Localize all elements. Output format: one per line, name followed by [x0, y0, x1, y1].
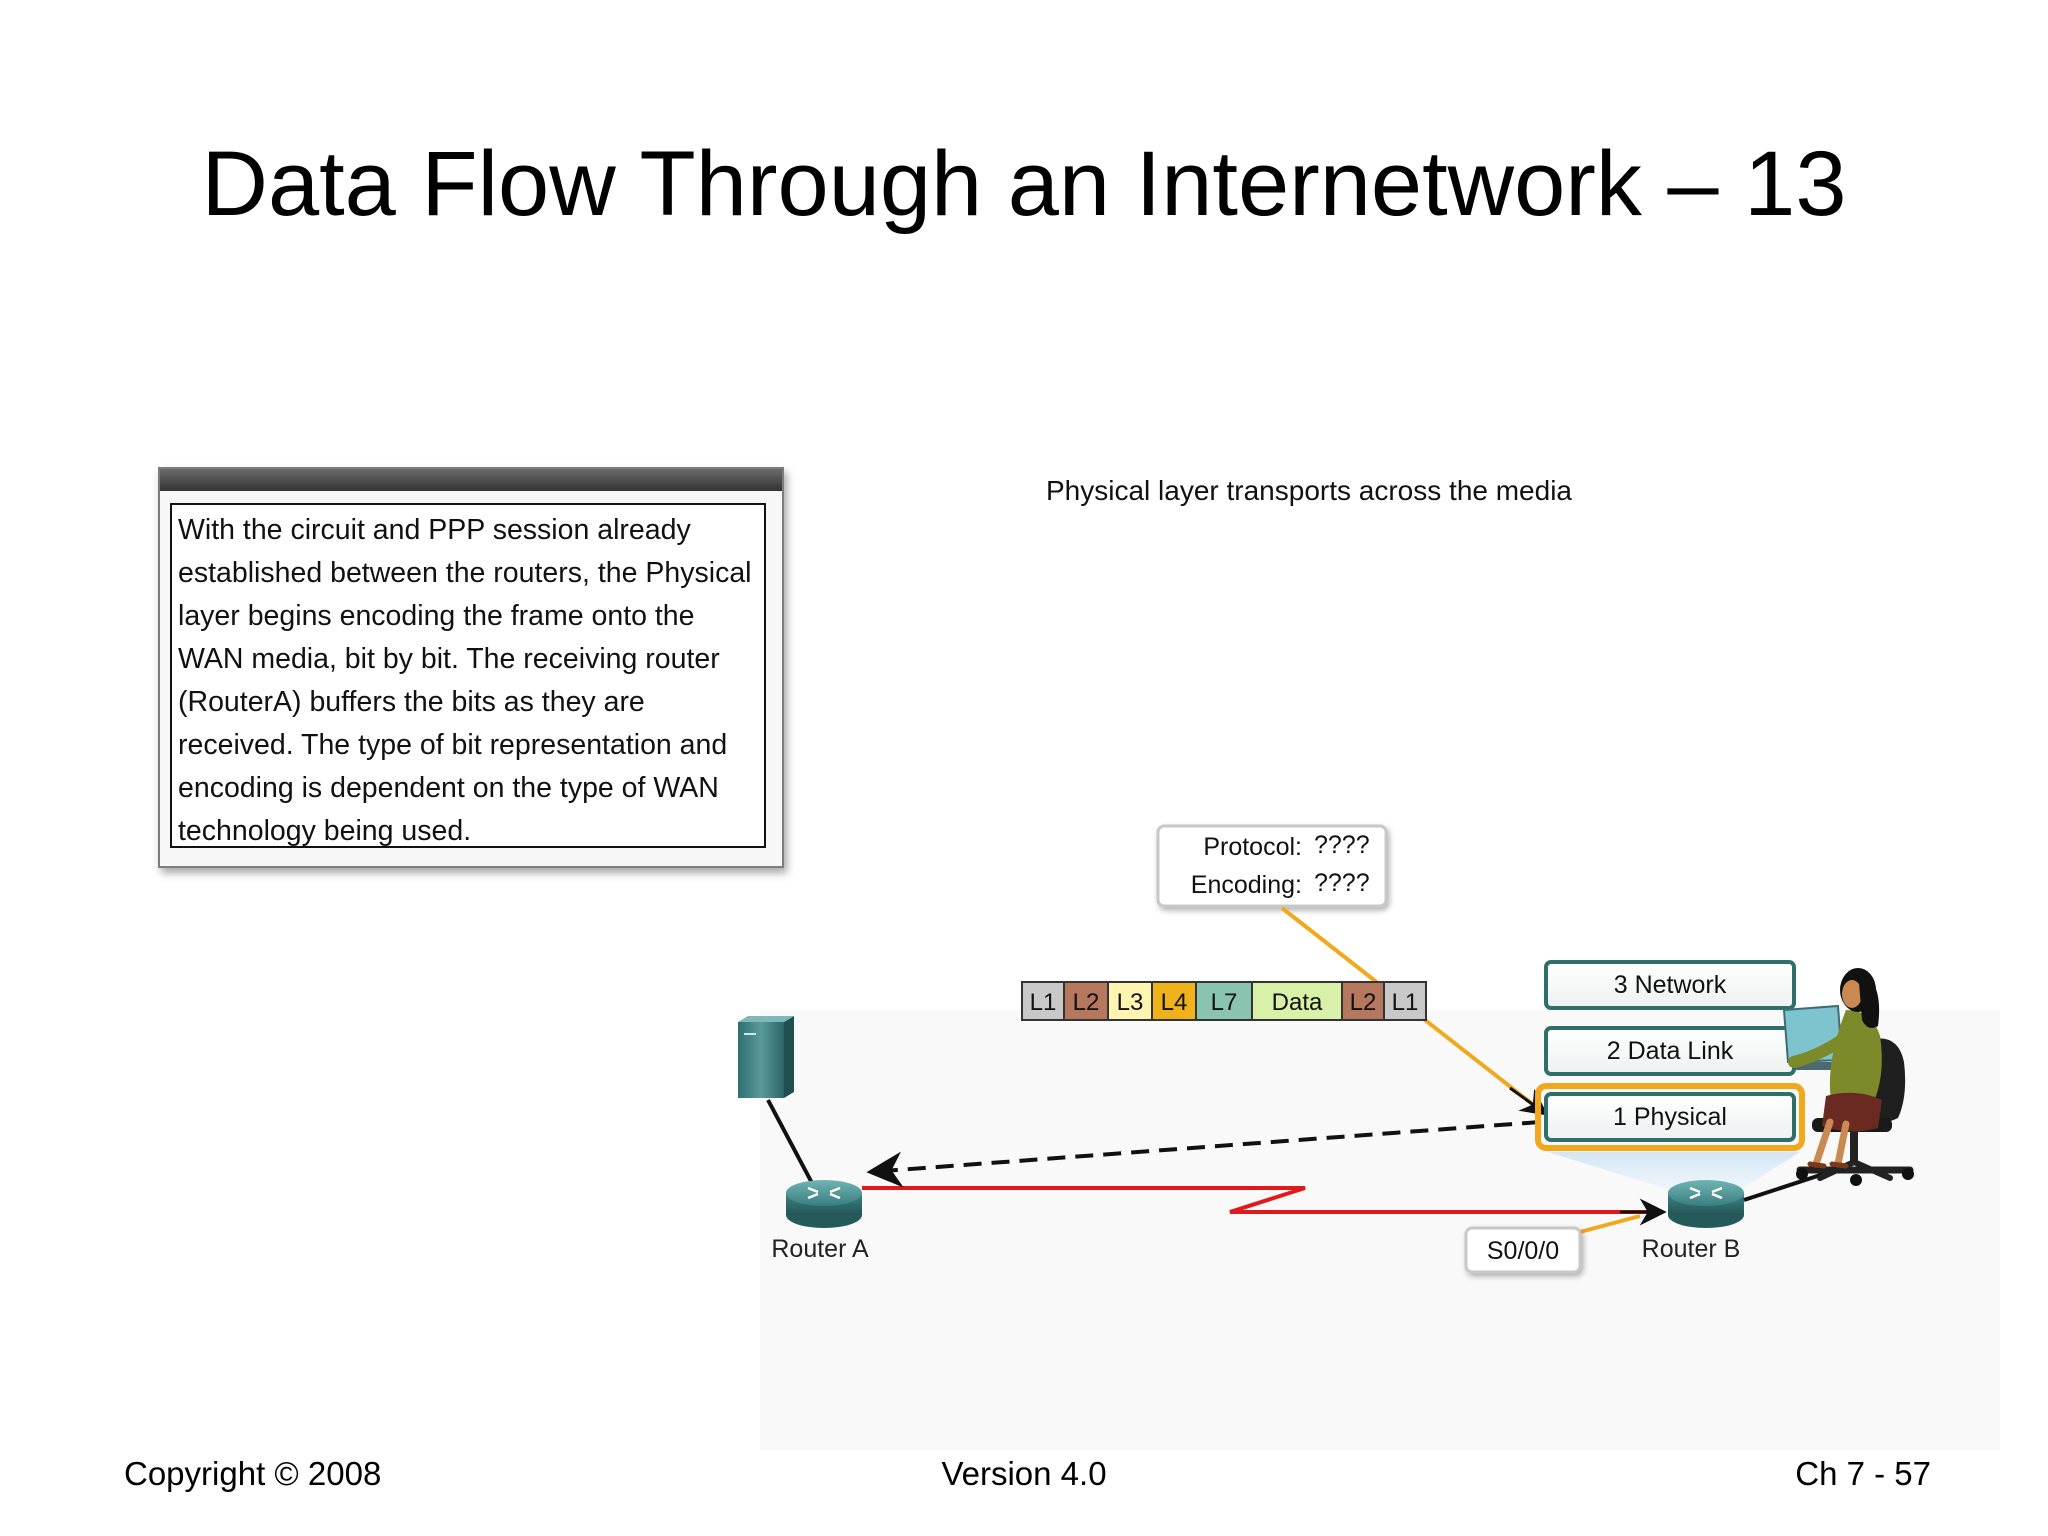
protocol-info-box — [1156, 824, 1388, 908]
frame-segment-label: L1 — [1392, 989, 1419, 1016]
frame-segment-label: L2 — [1073, 989, 1100, 1016]
protocol-label: Protocol: — [1203, 833, 1302, 861]
frame-segment — [1341, 981, 1385, 1021]
footer-version: Version 4.0 — [941, 1455, 1107, 1492]
user-at-computer-icon — [1782, 968, 1914, 1186]
diagram-caption: Physical layer transports across the med… — [1046, 475, 1572, 506]
router-a-label: Router A — [771, 1235, 869, 1263]
osi-layer-box — [1544, 1092, 1796, 1142]
slide-title: Data Flow Through an Internetwork – 13 — [201, 133, 1847, 235]
osi-layer-label: 3 Network — [1614, 971, 1727, 999]
frame-segment-label: L3 — [1117, 989, 1144, 1016]
frame-segments: L1 L2 L3 L4 L7 Data L2 L1 — [1021, 981, 1427, 1021]
frame-segment — [1151, 981, 1197, 1021]
footer-copyright: Copyright © 2008 — [124, 1455, 382, 1492]
frame-segment-label: L7 — [1211, 989, 1238, 1016]
router-b-icon — [1668, 1180, 1744, 1228]
frame-segment-label: L2 — [1350, 989, 1377, 1016]
frame-segment-label: L1 — [1030, 989, 1057, 1016]
frame-segment — [1251, 981, 1343, 1021]
description-panel: With the circuit and PPP session already… — [158, 467, 784, 868]
server-icon — [738, 1016, 794, 1098]
description-text: With the circuit and PPP session already… — [170, 503, 766, 848]
frame-segment-label: Data — [1272, 989, 1323, 1016]
osi-layer-box — [1544, 960, 1796, 1010]
layer-highlight — [1535, 1083, 1805, 1151]
frame-segment — [1021, 981, 1065, 1021]
osi-layer-label: 2 Data Link — [1607, 1037, 1734, 1065]
frame-segment — [1383, 981, 1427, 1021]
router-a-icon — [786, 1180, 862, 1228]
footer-page-number: Ch 7 - 57 — [1795, 1455, 1931, 1492]
interface-label-box — [1464, 1226, 1582, 1274]
encoding-label: Encoding: — [1191, 871, 1302, 899]
router-b-label: Router B — [1642, 1235, 1741, 1263]
server-link — [766, 1099, 814, 1184]
interface-label: S0/0/0 — [1487, 1237, 1559, 1265]
diagram-background — [760, 1010, 2000, 1450]
osi-layer-label: 1 Physical — [1613, 1103, 1727, 1131]
interface-callout — [1579, 1214, 1641, 1234]
layer-beam — [1548, 1152, 1800, 1190]
protocol-value: ???? — [1314, 831, 1370, 859]
frame-segment-label: L4 — [1161, 989, 1188, 1016]
wan-serial-link — [862, 1186, 1650, 1214]
osi-layer-stack: 3 Network 2 Data Link 1 Physical — [1535, 960, 1805, 1151]
frame-segment — [1195, 981, 1253, 1021]
description-panel-titlebar — [160, 469, 782, 491]
encoding-value: ???? — [1314, 869, 1370, 897]
